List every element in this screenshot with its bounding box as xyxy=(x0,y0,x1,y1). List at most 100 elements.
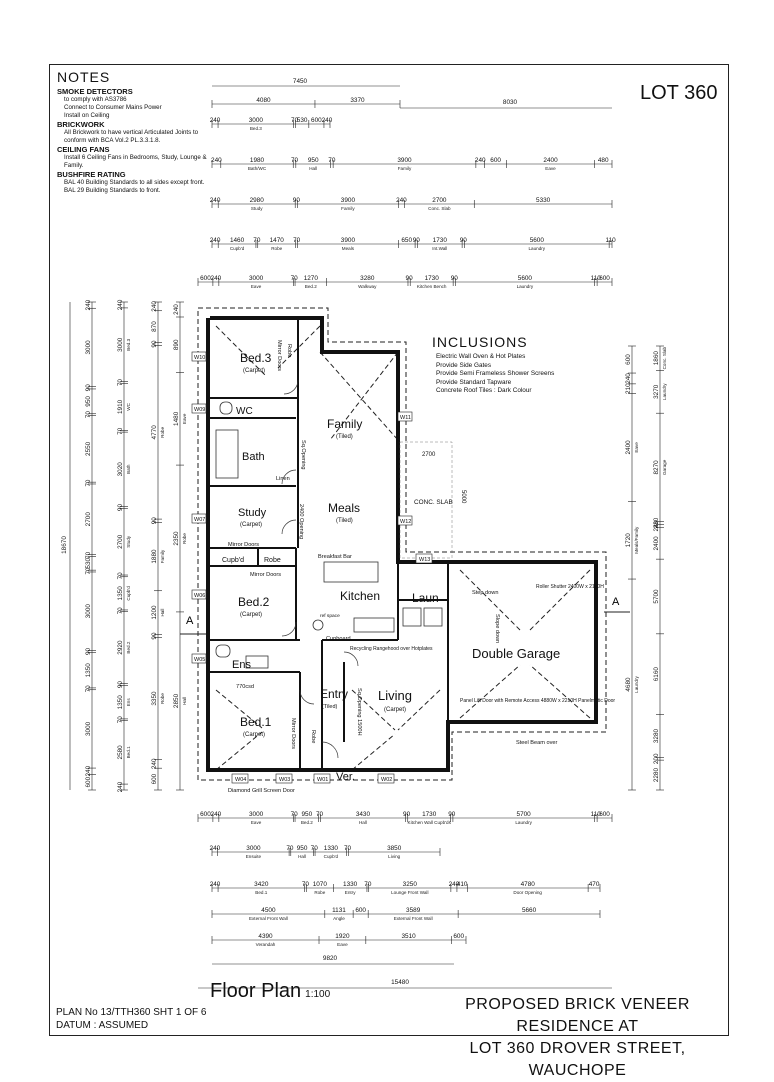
dimension-value: 3000 xyxy=(249,811,264,818)
dimension-label: Kitchen Bench xyxy=(417,284,447,289)
window-tags: W10 W09 W07 W06 W05 W04 W03 W02 W01 W11 … xyxy=(191,351,433,784)
window-tag: W07 xyxy=(194,517,205,523)
dimension-value: 3000 xyxy=(246,845,261,852)
dimension-value: 90 xyxy=(448,811,456,818)
lot-number: LOT 360 xyxy=(640,82,718,104)
dimension-value: 3430 xyxy=(356,811,371,818)
room-labels: Bed.3 (Carpet) Family (Tiled) Meals (Til… xyxy=(232,351,560,783)
dimension-value: 90 xyxy=(151,632,158,640)
door-swings xyxy=(281,379,359,759)
dimension-label: Study xyxy=(126,535,131,547)
dimension-value: 3000 xyxy=(249,117,264,124)
conc-slab-hatch xyxy=(399,441,453,559)
dimension-label: Door Opening xyxy=(513,890,542,895)
room-meals: Meals xyxy=(328,501,360,515)
dimension-label: Laundry xyxy=(634,676,639,693)
dimension-value: 4780 xyxy=(521,881,536,888)
dimension-value: 1350 xyxy=(85,663,92,678)
dimension-value: 530 xyxy=(85,557,92,568)
room-meals-floor: (Tiled) xyxy=(336,518,353,524)
dimension-value: 240 xyxy=(322,117,333,124)
dimension-label: Family xyxy=(398,166,412,171)
dimension-label: Lounge Front Wall xyxy=(391,890,428,895)
inclusions-panel: INCLUSIONS Electric Wall Oven & Hot Plat… xyxy=(432,334,632,396)
mirror-doors-label: Mirror Doors xyxy=(228,542,259,548)
dimension-value: 480 xyxy=(598,157,609,164)
dimension-value: 240 xyxy=(151,758,158,769)
dimension-value: 4390 xyxy=(258,933,273,940)
svg-text:A: A xyxy=(186,615,194,627)
dimension-value: 90 xyxy=(117,681,124,689)
dimension-value: 2700 xyxy=(85,512,92,527)
dimension-value: 18670 xyxy=(61,536,68,554)
conc-slab-label: CONC. SLAB xyxy=(414,499,453,506)
dimension-value: 1730 xyxy=(422,811,437,818)
dimension-value: 70 xyxy=(117,716,124,724)
dimension-label: Laundry xyxy=(517,284,534,289)
dimension-label: Bed.1 xyxy=(255,890,267,895)
dimension-value: 870 xyxy=(151,321,158,332)
notes-panel: NOTES SMOKE DETECTORS to comply with AS3… xyxy=(57,70,207,195)
dimension-label: Conc. Slab xyxy=(428,206,451,211)
roof-outline xyxy=(197,307,607,781)
dimension-value: 70 xyxy=(291,811,299,818)
dimension-label: External Front Wall xyxy=(394,916,433,921)
slab-width-label: 2700 xyxy=(422,452,436,458)
dimension-value: 3900 xyxy=(341,197,356,204)
window-tag: W11 xyxy=(400,415,411,421)
dimension-value: 70 xyxy=(85,567,92,575)
dimension-value: 3370 xyxy=(350,97,365,104)
rangehood-label: Recycling Rangehood over Hotplates xyxy=(350,646,433,652)
linen-label: Linen xyxy=(276,476,290,482)
dimension-label: Eave xyxy=(182,413,187,424)
dimension-value: 1720 xyxy=(625,533,632,548)
drawing-scale: 1:100 xyxy=(305,989,331,1000)
room-laundry: Laun xyxy=(412,591,439,605)
dimension-value: 70 xyxy=(85,411,92,419)
cupboard-label: Cupb'd xyxy=(222,557,244,564)
dimension-value: 3510 xyxy=(401,933,416,940)
dimension-value: 3589 xyxy=(406,907,421,914)
dimension-value: 240 xyxy=(211,157,222,164)
project-title-line-1: PROPOSED BRICK VENEER RESIDENCE AT xyxy=(465,996,690,1035)
dimension-value: 950 xyxy=(302,811,313,818)
notes-section-title: SMOKE DETECTORS xyxy=(57,87,133,96)
dimension-label: Garage xyxy=(662,459,667,475)
dimension-value: 9820 xyxy=(323,955,338,962)
dimension-value: 5700 xyxy=(517,811,532,818)
dimension-value: 4500 xyxy=(261,907,276,914)
dimension-value: 3000 xyxy=(117,337,124,352)
dimension-value: 240 xyxy=(210,881,221,888)
dimension-value: 110 xyxy=(591,275,602,282)
annotations: Mirror Doors Robe Linen Mirror Doors Cup… xyxy=(222,340,615,794)
robe-label: Robe xyxy=(286,344,292,357)
dimension-value: 1350 xyxy=(117,586,124,601)
ref-space-label: ref space xyxy=(320,613,340,619)
room-verandah: Ver. xyxy=(336,771,355,783)
notes-item: All Brickwork to have vertical Articulat… xyxy=(64,129,199,144)
mirror-doors-label: Mirror Doors xyxy=(250,572,281,578)
dimension-value: 5660 xyxy=(522,907,537,914)
robe-label: Robe xyxy=(310,730,316,743)
dimension-value: 8030 xyxy=(503,99,518,106)
dimension-label: Bed.2 xyxy=(301,820,313,825)
step-down-label: Step down xyxy=(472,590,498,596)
dimension-value: 1910 xyxy=(117,399,124,414)
dimension-value: 1980 xyxy=(250,157,265,164)
dimension-label: Bed.2 xyxy=(126,641,131,653)
slab-depth-label: 5000 xyxy=(460,490,466,504)
dimension-label: Hall xyxy=(160,609,165,617)
dimension-value: 110 xyxy=(605,237,616,244)
dimension-label: Robe xyxy=(271,246,282,251)
dimension-label: Verandah xyxy=(256,942,276,947)
dimension-label: External Front Wall xyxy=(249,916,288,921)
dimension-value: 240 xyxy=(396,197,407,204)
window-tag: W02 xyxy=(381,777,392,783)
dimension-value: 3280 xyxy=(360,275,375,282)
dimension-value: 600 xyxy=(355,907,366,914)
dimension-value: 2400 xyxy=(653,536,660,551)
dimension-value: 70 xyxy=(291,157,299,164)
dimension-value: 3420 xyxy=(254,881,269,888)
dimension-label: Ensuite xyxy=(246,854,262,859)
